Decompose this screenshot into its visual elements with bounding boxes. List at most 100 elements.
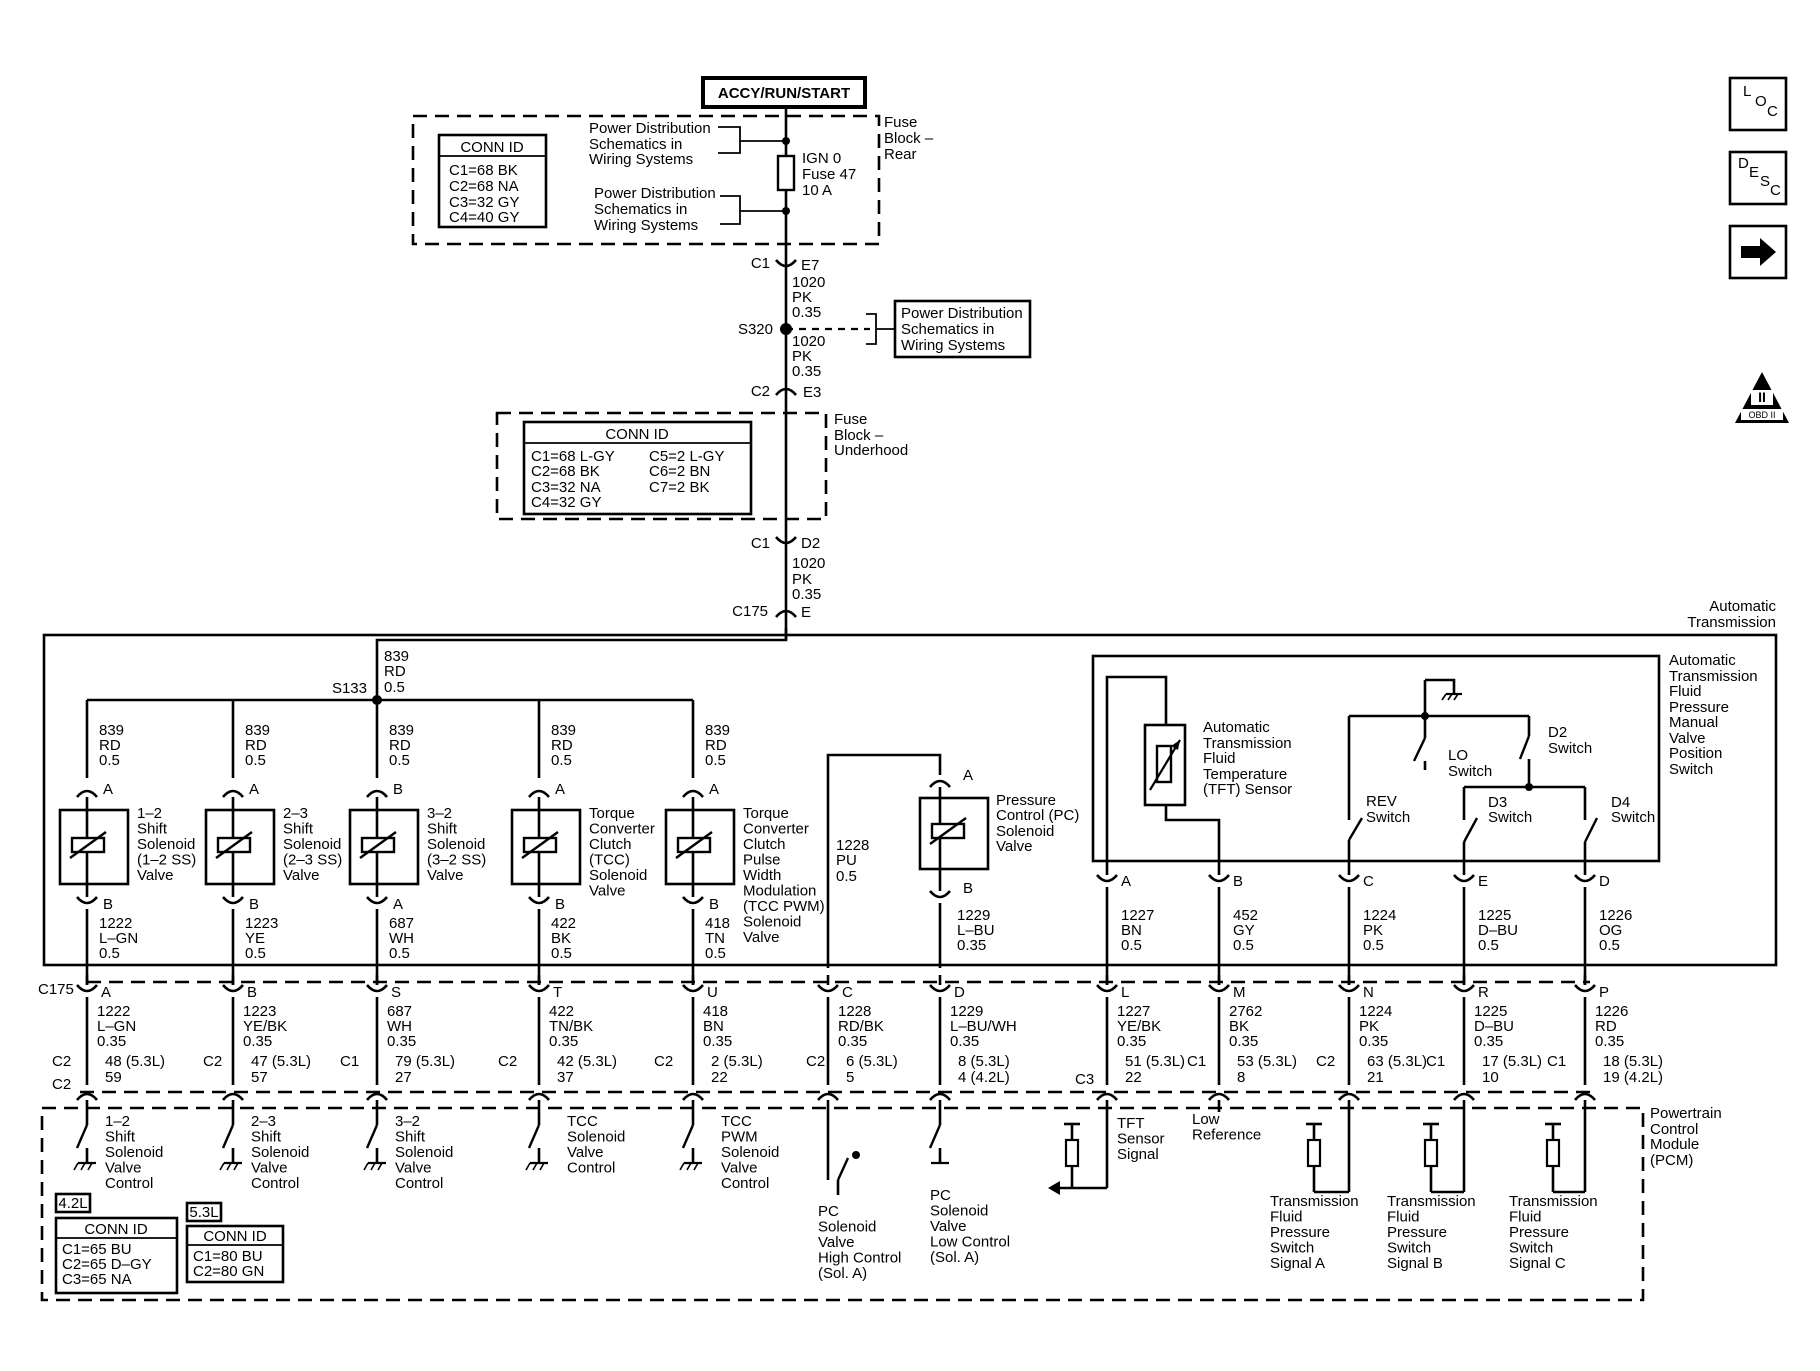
harness-wire-color: L–BU/WH: [950, 1018, 1017, 1035]
solenoid-name: (3–2 SS): [427, 852, 486, 869]
transmission-wire-num: 1225: [1478, 907, 1511, 924]
harness-wire-size: 0.35: [549, 1033, 578, 1050]
fuse-block-rear-conn-id-title: CONN ID: [460, 139, 524, 156]
transmission-wire-size: 0.5: [1599, 937, 1620, 954]
solenoid-name: Shift: [427, 821, 458, 838]
pcm-left-conn-c2b: C2: [52, 1076, 71, 1093]
obd-badge-text: OBD II: [1748, 410, 1775, 420]
solenoid-name: Solenoid: [589, 867, 647, 884]
fuse-block-underhood-conn-id-box: [522, 420, 753, 516]
pcm-function-label: Solenoid: [105, 1144, 163, 1161]
solenoid-pin-top-icon: [682, 789, 704, 798]
transmission-pin-label: A: [1121, 873, 1131, 890]
transmission-pin-icon: [1574, 874, 1596, 883]
solenoid-feed-wire-size: 0.5: [705, 752, 726, 769]
pcm-connector-label: C2: [1316, 1053, 1335, 1070]
pcm-function-label: Fluid: [1270, 1209, 1303, 1226]
solenoid-out-wire-color: TN: [705, 930, 725, 947]
pcm-conn-53-row: C2=80 GN: [193, 1263, 264, 1280]
transmission-pin-icon: [1208, 874, 1230, 883]
harness-wire-size: 0.35: [703, 1033, 732, 1050]
solenoid-feed-wire-color: RD: [551, 737, 573, 754]
pcm-connector-label: C1: [1426, 1053, 1445, 1070]
solenoid-name: (2–3 SS): [283, 852, 342, 869]
pressure-switch-label: Switch: [1669, 761, 1713, 778]
harness-wire-size: 0.35: [1474, 1033, 1503, 1050]
solenoid-name: Width: [743, 867, 781, 884]
pcm-function-label: Signal B: [1387, 1255, 1443, 1272]
pcm-function-label: TCC: [721, 1113, 752, 1130]
pcm-terminal-5-3l: 8 (5.3L): [958, 1053, 1010, 1070]
d4-switch-icon: [1583, 817, 1599, 843]
underhood-conn-row: C7=2 BK: [649, 479, 709, 496]
rev-switch-label: Switch: [1366, 809, 1410, 826]
pressure-switch-label: Valve: [1669, 730, 1705, 747]
pcm-function-label: Valve: [395, 1160, 431, 1177]
d3-switch-label: Switch: [1488, 809, 1532, 826]
solenoid-name: Pulse: [743, 852, 781, 869]
pullup-resistor-icon: [1423, 1138, 1439, 1168]
pc-out-wire-size: 0.35: [957, 937, 986, 954]
connector-c1-e7-icon: [775, 259, 797, 268]
harness-pin-label: C: [842, 984, 853, 1001]
desc-icon[interactable]: [1728, 150, 1788, 206]
pullup-resistor-icon: [1545, 1138, 1561, 1168]
desc-letter: D: [1738, 155, 1749, 172]
fuse-block-underhood-label-1: Fuse: [834, 411, 867, 428]
pcm-terminal-4-2l: 57: [251, 1069, 268, 1086]
wire-839-main-color: RD: [384, 663, 406, 680]
harness-pin-label: R: [1478, 984, 1489, 1001]
pcm-function-label: (Sol. A): [930, 1249, 979, 1266]
transmission-pin-label: C: [1363, 873, 1374, 890]
transmission-pin-icon: [1338, 874, 1360, 883]
transmission-label-1: Automatic: [1709, 598, 1776, 615]
pcm-function-label: Valve: [105, 1160, 141, 1177]
pcm-connector-label: C1: [1547, 1053, 1566, 1070]
harness-pin-icon: [929, 984, 951, 993]
solenoid-name: Clutch: [743, 836, 786, 853]
transmission-wire-color: D–BU: [1478, 922, 1518, 939]
harness-wire-size: 0.35: [387, 1033, 416, 1050]
pcm-c3-label: C3: [1075, 1071, 1094, 1088]
harness-wire-size: 0.35: [1359, 1033, 1388, 1050]
transmission-wire-num: 1226: [1599, 907, 1632, 924]
solenoid-pin-bot: A: [393, 896, 403, 913]
solenoid-out-wire-color: YE: [245, 930, 265, 947]
solenoid-feed-wire-color: RD: [99, 737, 121, 754]
underhood-conn-id-title: CONN ID: [605, 426, 669, 443]
harness-wire-num: 1229: [950, 1003, 983, 1020]
harness-wire-num: 2762: [1229, 1003, 1262, 1020]
underhood-conn-row: C4=32 GY: [531, 494, 601, 511]
pcm-pin-icon: [222, 1092, 244, 1101]
pd-ref-bottom-3: Wiring Systems: [594, 217, 698, 234]
harness-pin-icon: [76, 984, 98, 993]
pcm-function-label: Fluid: [1509, 1209, 1542, 1226]
solenoid-name: Converter: [743, 821, 809, 838]
harness-pin-label: A: [101, 984, 111, 1001]
loc-icon[interactable]: [1728, 76, 1788, 132]
conn-c175-e-pin: E: [801, 604, 811, 621]
pcm-function-label: Reference: [1192, 1127, 1261, 1144]
solenoid-name: (TCC PWM): [743, 898, 825, 915]
fuse-label-3: 10 A: [802, 182, 832, 199]
solenoid-name: Clutch: [589, 836, 632, 853]
pc-pin-top: A: [963, 767, 973, 784]
pcm-terminal-4-2l: 5: [846, 1069, 854, 1086]
pcm-left-conn-c2: C2: [52, 1053, 71, 1070]
pcm-terminal-4-2l: 21: [1367, 1069, 1384, 1086]
d3-switch-label: D3: [1488, 794, 1507, 811]
solenoid-pin-bot-icon: [528, 896, 550, 905]
tft-sensor-label: Transmission: [1203, 735, 1292, 752]
pcm-conn-42-row: C3=65 NA: [62, 1271, 132, 1288]
solenoid-out-wire-color: WH: [389, 930, 414, 947]
d2-switch-icon: [1518, 735, 1531, 760]
pcm-terminal-5-3l: 18 (5.3L): [1603, 1053, 1663, 1070]
harness-pin-icon: [1453, 984, 1475, 993]
solenoid-pin-bot-icon: [222, 896, 244, 905]
